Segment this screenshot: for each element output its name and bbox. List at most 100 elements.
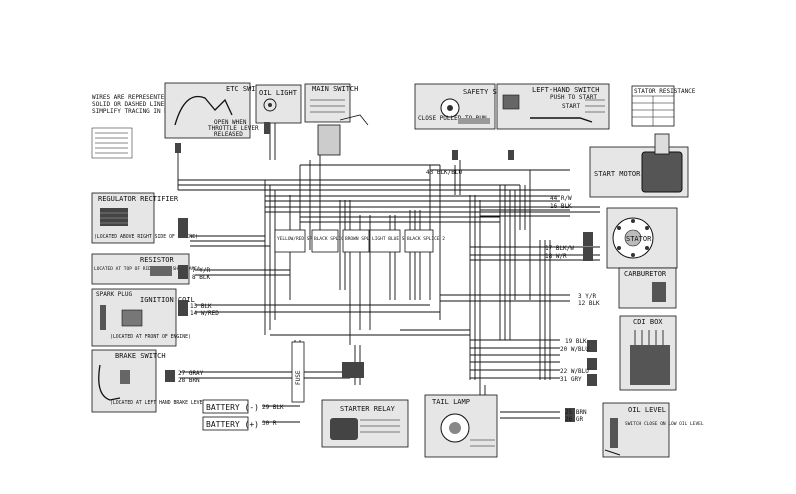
brake-lever-icon	[98, 364, 121, 401]
oil-level-note: SWITCH CLOSE ON LOW OIL LEVEL	[625, 421, 704, 427]
wire-label: 13 BLK	[190, 303, 212, 310]
splice-brown	[342, 229, 370, 253]
resistor-icon	[150, 266, 172, 276]
splice-group: YELLOW/RED SPLICE BLACK SPLICE 1 BROWN S…	[274, 229, 445, 253]
etc-note-b: THROTTLE LEVER	[208, 125, 259, 132]
lamp-icon	[263, 98, 277, 112]
main-switch: MAIN SWITCH	[304, 83, 369, 156]
splice-black-1	[311, 229, 339, 253]
connector-icon	[508, 150, 514, 160]
connector-icon	[583, 232, 593, 246]
starter-relay-title: STARTER RELAY	[340, 405, 396, 413]
wire-label: 44 R/W	[550, 195, 572, 202]
connector-icon	[178, 265, 188, 279]
carb-heater-icon	[652, 282, 666, 302]
brake-switch-note: (LOCATED AT LEFT HAND BRAKE LEVER)	[110, 400, 208, 406]
legend-line-2: SOLID OR DASHED LINES TO	[92, 101, 179, 108]
oil-level-title: OIL LEVEL	[628, 406, 666, 414]
key-switch-icon	[317, 124, 341, 156]
left-hand-switch: LEFT-HAND SWITCH PUSH TO START START	[496, 83, 610, 130]
legend-notes: WIRES ARE REPRESENTED BY SOLID OR DASHED…	[91, 94, 190, 159]
connector-icon	[565, 408, 575, 422]
cdi-box-title: CDI BOX	[633, 318, 663, 326]
regulator-rectifier: REGULATOR RECTIFIER (LOCATED ABOVE RIGHT…	[91, 192, 198, 244]
splice-black-2	[404, 229, 434, 253]
wire-label: 31 GRY	[560, 376, 582, 383]
etc-note-a: OPEN WHEN	[214, 119, 247, 126]
safety-switch-note: CLOSE PULLED TO RUN	[418, 115, 487, 122]
wire-label: 43 BLK/BLU	[426, 169, 463, 176]
spark-plug-ignition: SPARK PLUG IGNITION COIL (LOCATED AT FRO…	[91, 288, 195, 347]
wire-label: 29 BLK	[262, 404, 284, 411]
etc-switch-title: ETC SWITCH	[226, 85, 268, 93]
oil-light-title: OIL LIGHT	[259, 89, 298, 97]
splice-yellow-red	[274, 229, 306, 253]
resistor: RESISTOR LOCATED AT TOP OF RIDE FRONT SH…	[91, 253, 200, 285]
wire-label: 19 BLK	[565, 338, 587, 345]
fuse-label: FUSE	[295, 370, 302, 385]
connector-icon	[452, 150, 458, 160]
etc-note-c: RELEASED	[214, 131, 243, 138]
left-hand-switch-title: LEFT-HAND SWITCH	[532, 86, 599, 94]
splice-label-4: LIGHT BLUE SPLICE	[372, 236, 418, 242]
connector-icon	[587, 374, 597, 386]
splice-light-blue	[369, 229, 401, 253]
wire-label: 16 BLK	[550, 203, 572, 210]
wire-label: 20 W/BLU	[560, 346, 589, 353]
wire-harness	[177, 110, 600, 423]
connector-icon	[587, 340, 597, 352]
safety-switch-title: SAFETY SWITCH	[463, 88, 518, 96]
wire-label: 28 BRN	[178, 377, 200, 384]
wire-label: 26 GR	[565, 416, 583, 423]
spark-plug-icon	[100, 305, 106, 330]
connector-icon	[264, 122, 270, 134]
ignition-coil-title: IGNITION COIL	[140, 296, 195, 304]
oil-light: OIL LIGHT	[255, 84, 302, 124]
connector-icon	[178, 300, 188, 316]
push-to-start-label: PUSH TO START	[550, 94, 597, 101]
wire-label: 25 BRN	[565, 409, 587, 416]
safety-switch: SAFETY SWITCH CLOSE PULLED TO RUN	[414, 83, 518, 130]
wire-label: 30 R	[262, 420, 277, 427]
stator: STATOR	[606, 207, 678, 269]
start-motor: START MOTOR	[589, 133, 689, 198]
level-sensor-icon	[610, 418, 618, 448]
resistor-title: RESISTOR	[140, 256, 175, 264]
resistance-table-title: STATOR RESISTANCE	[634, 88, 696, 95]
relay-icon	[330, 418, 358, 440]
motor-icon	[641, 151, 683, 193]
legend-line-1: WIRES ARE REPRESENTED BY	[92, 94, 179, 101]
brake-switch-title: BRAKE SWITCH	[115, 352, 166, 360]
battery-pos-label: BATTERY (+)	[206, 420, 259, 429]
splice-label-3: BROWN SPLICE	[345, 236, 378, 242]
spark-plug-title: SPARK PLUG	[96, 291, 133, 298]
stator-resistance-table: STATOR RESISTANCE	[631, 85, 696, 127]
stator-title: STATOR	[626, 235, 652, 243]
etc-switch: ETC SWITCH OPEN WHEN THROTTLE LEVER RELE…	[164, 82, 268, 139]
coil-icon	[121, 309, 143, 327]
wire-label: 7 Y/R	[192, 267, 210, 274]
carburetor-title: CARBURETOR	[624, 270, 667, 278]
fuse: FUSE	[291, 341, 305, 403]
starter-relay: STARTER RELAY	[321, 399, 409, 448]
main-switch-title: MAIN SWITCH	[312, 85, 358, 93]
battery-neg-label: BATTERY (-)	[206, 403, 259, 412]
wire-label: 27 GRAY	[178, 370, 204, 377]
wire-label: 18 W/R	[545, 253, 567, 260]
tail-lamp: TAIL LAMP	[424, 394, 498, 458]
carburetor: CARBURETOR	[618, 267, 677, 309]
connector-icon	[342, 362, 364, 378]
cdi-box: CDI BOX	[619, 315, 677, 391]
switch-housing-icon	[502, 94, 520, 110]
regulator-block-icon	[100, 208, 128, 226]
regulator-note: (LOCATED ABOVE RIGHT SIDE OF ENGINE)	[94, 234, 198, 240]
wire-labels: 43 BLK/BLU 44 R/W 16 BLK 17 BLK/W 18 W/R…	[178, 169, 600, 427]
ignition-coil-note: (LOCATED AT FRONT OF ENGINE)	[110, 334, 191, 340]
cdi-module-icon	[630, 345, 670, 385]
battery: BATTERY (-) BATTERY (+)	[202, 399, 259, 431]
wire-label: 8 BLK	[192, 274, 210, 281]
connector-icon	[178, 218, 188, 238]
splice-label-1: YELLOW/RED SPLICE	[277, 236, 323, 242]
